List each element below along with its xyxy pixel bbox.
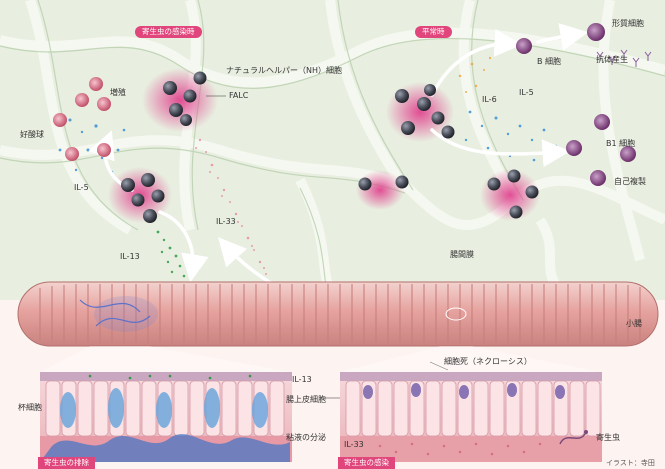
label-goblet-cell: 杯細胞 [18,404,42,412]
label-eosinophil: 好酸球 [20,131,44,139]
label-falc: FALC [229,92,248,100]
label-necrosis: 細胞死（ネクローシス） [444,358,532,366]
panel-exclusion [40,372,292,462]
label-il33-bottom: IL-33 [344,441,364,449]
label-il6: IL-6 [482,96,497,104]
label-mucus-secretion: 粘液の分泌 [286,434,326,442]
badge-normal: 平常時 [415,26,452,38]
panel-infection [340,372,602,462]
label-plasma-cell: 形質細胞 [612,20,644,28]
label-il13-left: IL-13 [120,253,140,261]
small-intestine [18,282,658,346]
label-il5-left: IL-5 [74,184,89,192]
label-il13-bottom: IL-13 [292,376,312,384]
label-il33-mid: IL-33 [216,218,236,226]
badge-infection-top: 寄生虫の感染時 [135,26,202,38]
label-b1-cell: B1 細胞 [606,140,635,148]
label-antibody-production: 抗体産生 [596,56,628,64]
label-self-replication: 自己複製 [614,178,646,186]
label-il5-right: IL-5 [519,89,534,97]
label-parasite: 寄生虫 [596,434,620,442]
label-mesentery: 腸間膜 [450,251,474,259]
label-epithelium: 腸上皮細胞 [286,396,326,404]
tag-parasite-infection: 寄生虫の感染 [338,457,395,469]
label-b-cell: B 細胞 [537,58,561,66]
tag-parasite-exclusion: 寄生虫の排除 [38,457,95,469]
illustration-credit: イラスト：寺田 [606,458,655,468]
label-proliferation: 増殖 [110,89,126,97]
label-small-intestine: 小腸 [626,320,642,328]
label-nh-cell: ナチュラルヘルパー（NH）細胞 [226,67,342,75]
